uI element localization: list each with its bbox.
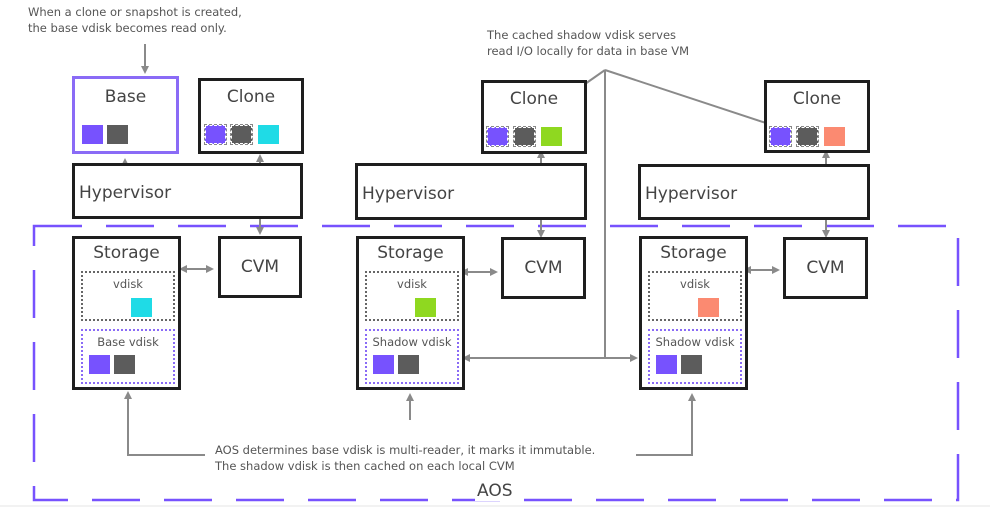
storage-node1[interactable]: Storage vdisk Base vdisk: [72, 236, 181, 390]
linked-os-block: [230, 124, 253, 145]
shadow-vdisk-label: Shadow vdisk: [372, 335, 452, 349]
hypervisor-label: Hypervisor: [362, 184, 455, 204]
cvm-label: CVM: [240, 257, 280, 277]
clone-vdisk-block: [258, 125, 279, 144]
annotation-line: read I/O locally for data in base VM: [487, 44, 690, 58]
annotation-read-only: When a clone or snapshot is created, the…: [28, 4, 242, 36]
annotation-line: The cached shadow vdisk serves: [487, 28, 677, 42]
arrow-to-base-vdisk: [124, 391, 205, 456]
os-block: [107, 125, 128, 144]
shadow-vdisk-node2: Shadow vdisk: [365, 329, 459, 384]
annotation-to-clone3: [604, 69, 780, 129]
shadow-vdisk-node3: Shadow vdisk: [648, 329, 742, 384]
clone-vdisk-block: [824, 127, 845, 146]
os-block: [114, 355, 135, 374]
annotation-line: The shadow vdisk is then cached on each …: [215, 459, 515, 473]
annotation-line: When a clone or snapshot is created,: [28, 5, 242, 19]
linked-os-block: [796, 126, 819, 147]
base-vdisk-block: [373, 355, 394, 374]
hypervisor-label: Hypervisor: [79, 183, 172, 203]
base-vdisk-node1: Base vdisk: [81, 329, 175, 384]
annotation-line: the base vdisk becomes read only.: [28, 21, 227, 35]
hypervisor-node1[interactable]: Hypervisor: [72, 163, 303, 219]
clone-vm-node3[interactable]: Clone: [764, 80, 870, 153]
aos-boundary: [32, 224, 960, 502]
vdisk-block: [698, 298, 719, 317]
base-vdisk-label: Base vdisk: [97, 335, 159, 349]
clone-vdisk-block: [541, 127, 562, 146]
clone-vm-label: Clone: [792, 89, 842, 109]
linked-base-block: [486, 126, 509, 147]
annotation-line: AOS determines base vdisk is multi-reade…: [215, 443, 596, 457]
arrow-to-shadow-node3: [636, 393, 696, 456]
storage-label: Storage: [377, 243, 444, 263]
annotation-shadow-io: The cached shadow vdisk serves read I/O …: [487, 27, 689, 59]
os-block: [398, 355, 419, 374]
clone-vm-node1[interactable]: Clone: [198, 78, 304, 154]
vdisk-block: [415, 298, 436, 317]
base-vm[interactable]: Base: [72, 76, 179, 154]
aos-label: AOS: [475, 481, 515, 501]
base-vm-label: Base: [104, 87, 147, 107]
base-vdisk-block: [656, 355, 677, 374]
storage-label: Storage: [93, 243, 160, 263]
cvm-node3[interactable]: CVM: [783, 237, 868, 299]
storage-node3[interactable]: Storage vdisk Shadow vdisk: [639, 236, 748, 390]
storage-label: Storage: [660, 243, 727, 263]
linked-os-block: [513, 126, 536, 147]
vdisk-node2: vdisk: [365, 271, 459, 321]
os-block: [681, 355, 702, 374]
cvm-node2[interactable]: CVM: [501, 237, 586, 299]
cvm-label: CVM: [806, 258, 845, 278]
hypervisor-node3[interactable]: Hypervisor: [638, 164, 870, 220]
vdisk-node3: vdisk: [648, 271, 742, 321]
cvm-node1[interactable]: CVM: [218, 236, 302, 298]
annotation-multi-reader: AOS determines base vdisk is multi-reade…: [215, 442, 595, 474]
shadow-vdisk-label: Shadow vdisk: [655, 335, 735, 349]
clone-vm-label: Clone: [509, 89, 559, 109]
linked-base-block: [769, 126, 792, 147]
vdisk-label: vdisk: [113, 277, 143, 291]
linked-base-block: [204, 124, 227, 145]
hypervisor-label: Hypervisor: [645, 184, 738, 204]
hypervisor-node2[interactable]: Hypervisor: [355, 163, 587, 220]
vdisk-label: vdisk: [397, 277, 427, 291]
vdisk-node1: vdisk: [81, 271, 175, 321]
vdisk-block: [131, 298, 152, 317]
vdisk-label: vdisk: [680, 277, 710, 291]
cvm-label: CVM: [524, 258, 563, 278]
clone-vm-label: Clone: [226, 87, 276, 107]
base-vdisk-block: [82, 125, 103, 144]
storage-node2[interactable]: Storage vdisk Shadow vdisk: [356, 236, 465, 390]
base-vdisk-block: [89, 355, 110, 374]
clone-vm-node2[interactable]: Clone: [481, 80, 587, 154]
